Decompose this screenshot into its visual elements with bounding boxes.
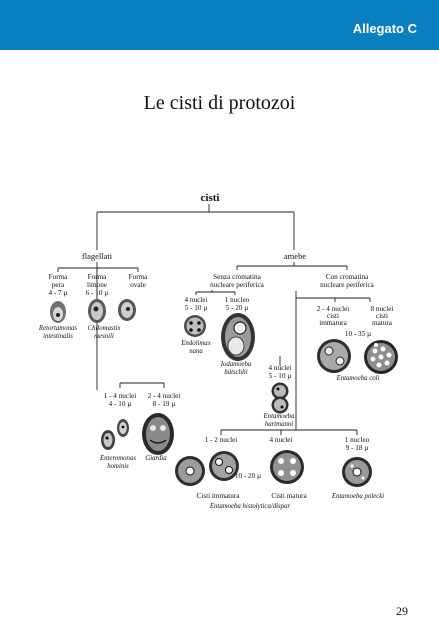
size-coli-mat-line2: cisti bbox=[376, 312, 388, 320]
tree-connectors bbox=[57, 204, 371, 435]
cyst-coli-mature-image bbox=[364, 340, 398, 374]
senza-cromatina-line1: Senza cromatina bbox=[213, 273, 262, 281]
size-polecki-line2: 9 - 18 µ bbox=[346, 444, 369, 452]
header-bar: Allegato C bbox=[0, 0, 439, 50]
tree-labels: cisti flagellati amebe Senza cromatina n… bbox=[38, 192, 394, 510]
cyst-polecki-image bbox=[342, 457, 372, 487]
species-giardia: Giardia bbox=[145, 455, 167, 462]
size-giardia-line2: 8 - 19 µ bbox=[153, 400, 176, 408]
size-endolimax-line2: 5 - 10 µ bbox=[185, 304, 208, 312]
species-chilomastix-line1: Chilomastix bbox=[88, 325, 121, 332]
cyst-hartmanni-image bbox=[271, 382, 289, 414]
hist-nuclei-1-2: 1 - 2 nuclei bbox=[205, 436, 238, 444]
size-enteromonas-line2: 4 - 10 µ bbox=[109, 400, 132, 408]
caption-cisti-matura: Cisti matura bbox=[271, 492, 307, 500]
species-hartmanni-line1: Entamoeba bbox=[263, 413, 296, 420]
cyst-retortamonas-image bbox=[50, 301, 66, 323]
con-cromatina-line1: Con cromatina bbox=[326, 273, 369, 281]
size-coli: 10 - 35 µ bbox=[345, 330, 371, 338]
size-hartmanni-line1: 4 nuclei bbox=[269, 364, 292, 372]
cyst-coli-immature-image bbox=[317, 339, 351, 373]
species-retortamonas-line2: intestinalis bbox=[43, 333, 73, 340]
size-hartmanni-line2: 5 - 10 µ bbox=[269, 372, 292, 380]
species-iodamoeba-line2: bütschlii bbox=[224, 369, 248, 376]
size-coli-mat-line1: 8 nuclei bbox=[371, 305, 394, 313]
con-cromatina-line2: nucleare periferica bbox=[320, 281, 374, 289]
cyst-giardia-image bbox=[142, 413, 174, 455]
size-coli-imm-line2: cisti bbox=[327, 312, 339, 320]
cyst-histolytica-mature-image bbox=[270, 450, 304, 484]
species-retortamonas-line1: Retortamonas bbox=[38, 325, 77, 332]
form-pera-size: 4 - 7 µ bbox=[48, 289, 67, 297]
size-coli-imm-line3: immatura bbox=[319, 319, 347, 327]
species-histolytica: Entamoeba histolytica/dispar bbox=[209, 503, 291, 510]
species-endolimax-line2: nana bbox=[189, 348, 203, 355]
form-limone-line2: limone bbox=[87, 281, 107, 289]
root-label: cisti bbox=[201, 192, 220, 204]
appendix-label: Allegato C bbox=[352, 21, 417, 36]
form-pera-line1: Forma bbox=[49, 273, 69, 281]
species-enteromonas-line2: hominis bbox=[107, 463, 129, 470]
species-iodamoeba-line1: Iodamoeba bbox=[220, 361, 252, 368]
form-ovale-line1: Forma bbox=[129, 273, 149, 281]
form-pera-line2: pera bbox=[52, 281, 65, 289]
size-coli-mat-line3: matura bbox=[372, 319, 393, 327]
size-coli-imm-line1: 2 - 4 nuclei bbox=[317, 305, 350, 313]
form-ovale-line2: ovale bbox=[130, 281, 146, 289]
cyst-ovale-image bbox=[118, 299, 136, 321]
group-flagellati: flagellati bbox=[82, 251, 113, 261]
size-enteromonas-line1: 1 - 4 nuclei bbox=[104, 392, 137, 400]
size-iodamoeba-line2: 5 - 20 µ bbox=[226, 304, 249, 312]
species-hartmanni-line2: hartmanni bbox=[265, 421, 293, 428]
page-title: Le cisti di protozoi bbox=[143, 92, 296, 114]
form-limone-line1: Forma bbox=[88, 273, 108, 281]
species-chilomastix-line2: mesnili bbox=[94, 333, 114, 340]
species-polecki: Entamoeba polecki bbox=[331, 493, 384, 500]
cyst-endolimax-image bbox=[184, 315, 206, 337]
cyst-histolytica-immature-image bbox=[175, 451, 239, 486]
cyst-iodamoeba-image bbox=[221, 313, 255, 361]
size-polecki-line1: 1 nucleo bbox=[345, 436, 370, 444]
senza-cromatina-line2: nucleare periferica bbox=[210, 281, 264, 289]
group-amebe: amebe bbox=[284, 251, 306, 261]
hist-nuclei-4: 4 nuclei bbox=[270, 436, 293, 444]
species-endolimax-line1: Endolimax bbox=[180, 340, 210, 347]
size-giardia-line1: 2 - 4 nuclei bbox=[148, 392, 181, 400]
caption-cisti-immatura: Cisti immatura bbox=[197, 492, 241, 500]
size-endolimax-line1: 4 nuclei bbox=[185, 296, 208, 304]
form-limone-size: 6 - 10 µ bbox=[86, 289, 109, 297]
species-entamoeba-coli: Entamoeba coli bbox=[336, 375, 380, 382]
hist-size: 10 - 20 µ bbox=[235, 472, 261, 480]
cyst-enteromonas-image bbox=[101, 419, 129, 450]
species-enteromonas-line1: Enteromonas bbox=[99, 455, 136, 462]
cyst-chilomastix-image bbox=[88, 299, 106, 323]
page-number: 29 bbox=[396, 604, 408, 618]
size-iodamoeba-line1: 1 nucleo bbox=[225, 296, 250, 304]
